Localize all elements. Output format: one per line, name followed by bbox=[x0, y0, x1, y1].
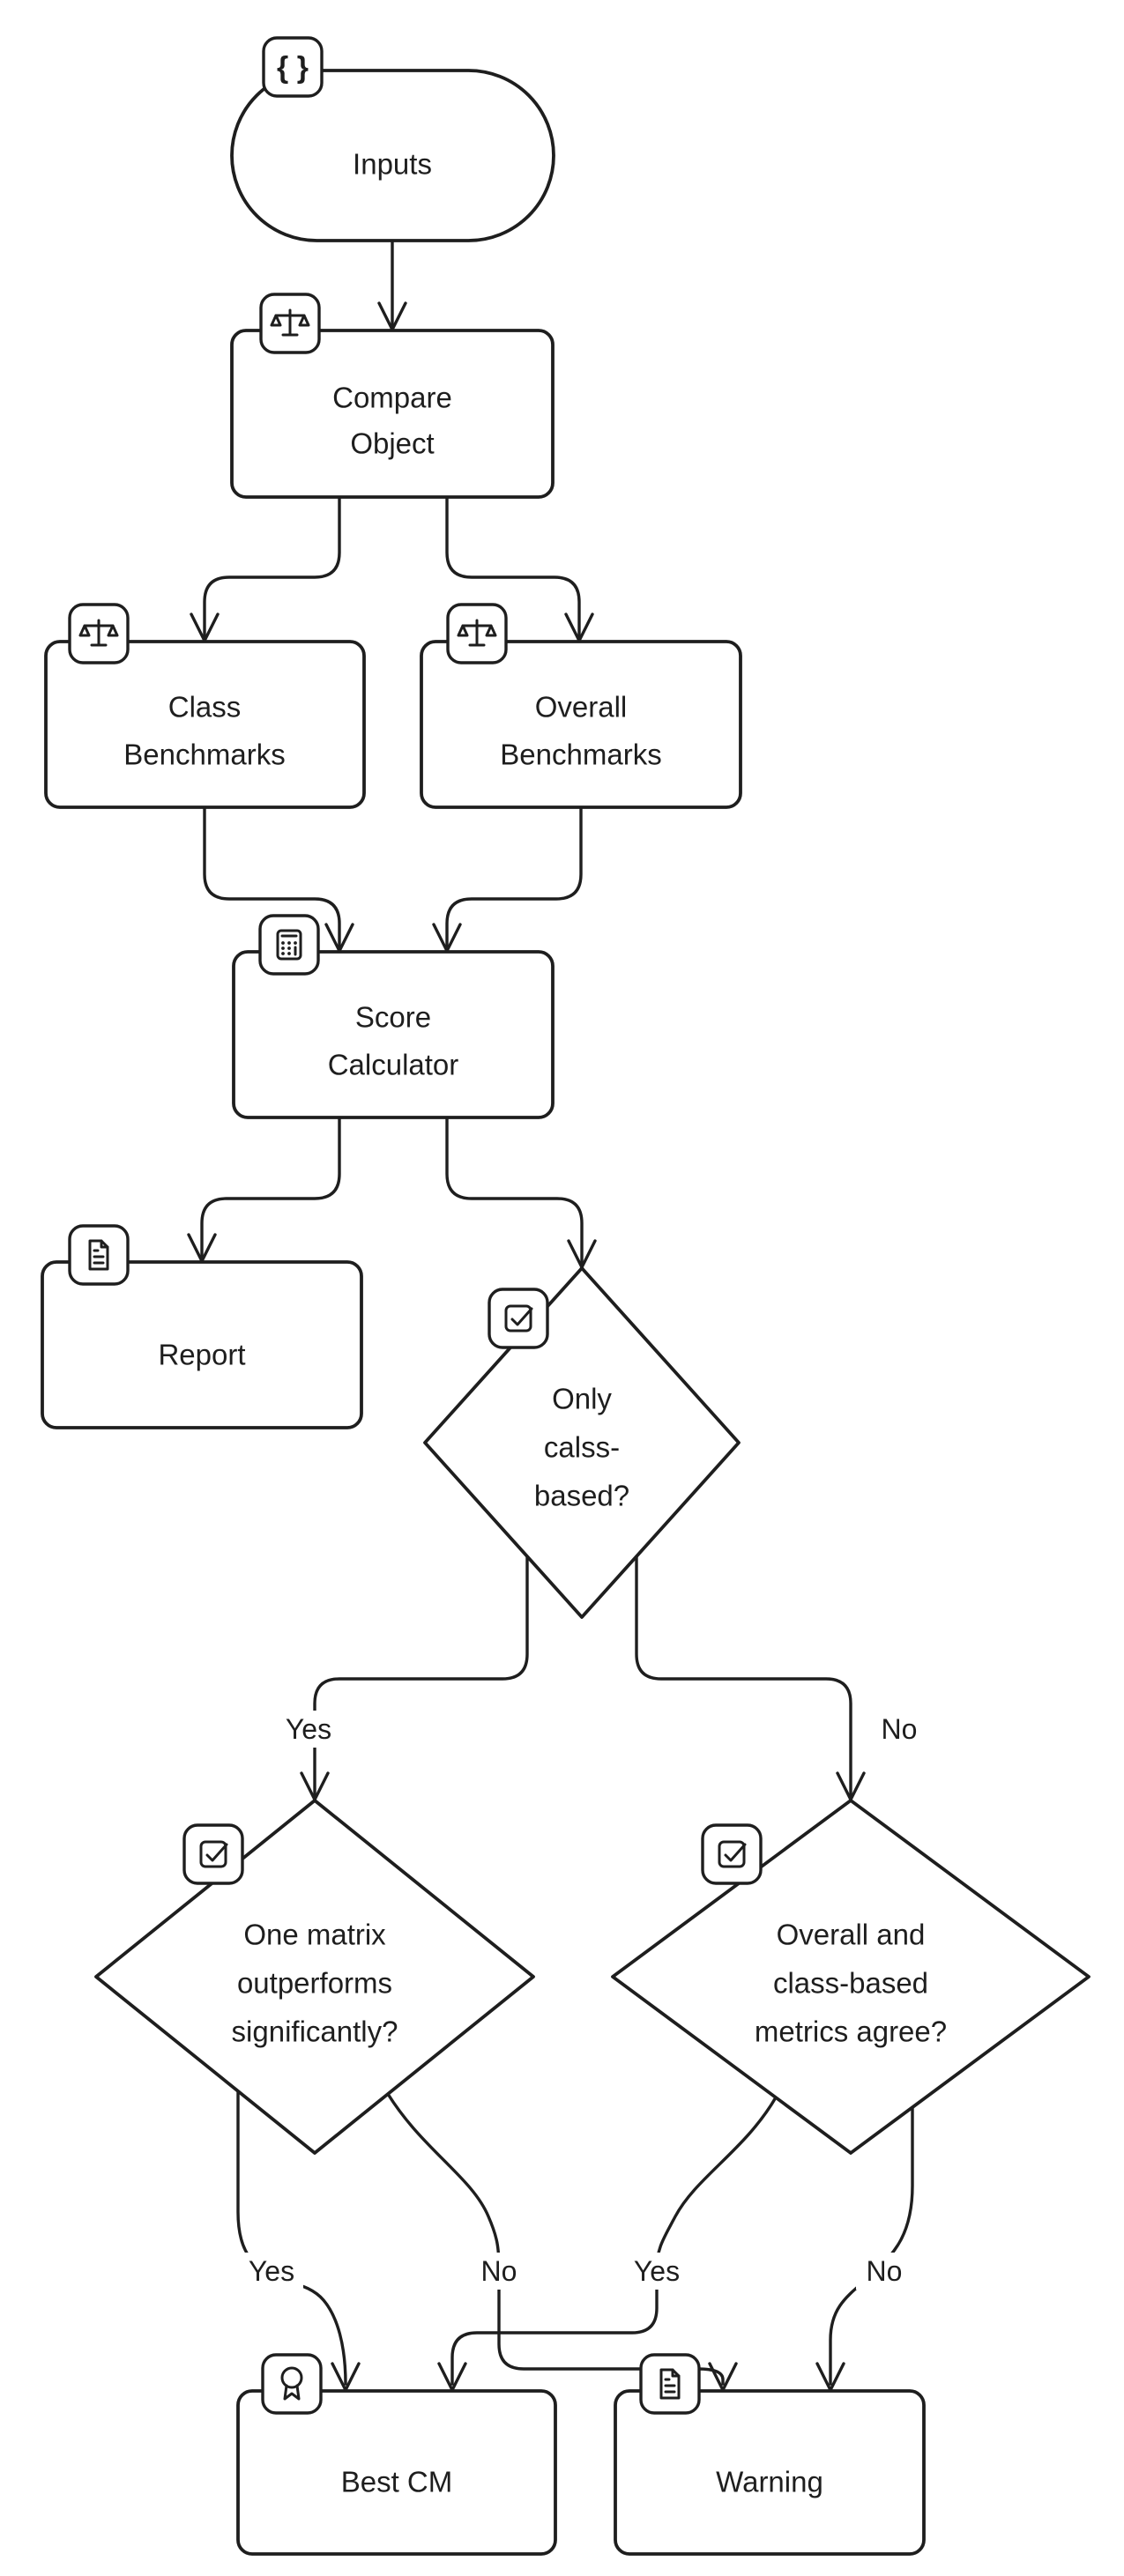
edge-label-bg bbox=[625, 2253, 689, 2290]
best-cm-icon-badge bbox=[261, 2353, 323, 2415]
edge-label-bg bbox=[871, 1711, 927, 1748]
node-best-cm: Best CM bbox=[236, 2353, 557, 2556]
only-class-based-label-line3: based? bbox=[534, 1480, 629, 1512]
edge-label-bg bbox=[240, 2253, 303, 2290]
curly-braces-icon: { } bbox=[277, 51, 309, 85]
node-score-calculator: Score Calculator bbox=[232, 914, 555, 1119]
inputs-label: Inputs bbox=[353, 148, 432, 181]
edge-label-bg bbox=[277, 1711, 340, 1748]
edge-label-decision-no: No bbox=[882, 1713, 918, 1745]
edge-score-to-report bbox=[200, 1117, 341, 1260]
node-report: Report bbox=[41, 1224, 363, 1429]
edge-overall-to-score bbox=[445, 805, 583, 950]
report-label: Report bbox=[158, 1339, 245, 1371]
warning-shape bbox=[614, 2389, 926, 2556]
node-warning: Warning bbox=[614, 2353, 926, 2556]
metrics-agree-label-line3: metrics agree? bbox=[755, 2016, 947, 2048]
class-benchmarks-shape bbox=[44, 640, 366, 809]
node-class-benchmarks: Class Benchmarks bbox=[44, 603, 366, 809]
report-icon-badge bbox=[68, 1224, 130, 1286]
only-class-based-label-line2: calss- bbox=[544, 1431, 620, 1464]
edge-label-bg bbox=[856, 2253, 912, 2290]
edge-decision-no bbox=[635, 1555, 852, 1799]
edge-outperforms-no bbox=[386, 2092, 725, 2386]
edge-compare-to-overall bbox=[445, 495, 581, 640]
edge-compare-to-class bbox=[203, 495, 341, 640]
edge-class-to-score bbox=[203, 805, 341, 950]
inputs-shape bbox=[230, 69, 555, 242]
overall-benchmarks-label-line1: Overall bbox=[535, 691, 628, 724]
node-compare-object: Compare Object bbox=[230, 293, 555, 499]
score-calculator-label-line2: Calculator bbox=[328, 1049, 459, 1081]
compare-object-label-line2: Object bbox=[350, 427, 434, 460]
score-calculator-icon-badge bbox=[258, 914, 320, 976]
metrics-agree-icon-badge bbox=[701, 1823, 763, 1885]
node-only-class-based: Only calss- based? bbox=[423, 1266, 741, 1619]
edge-label-bg bbox=[471, 2253, 527, 2290]
only-class-based-label-line1: Only bbox=[552, 1383, 612, 1415]
compare-object-shape bbox=[230, 329, 555, 499]
node-overall-benchmarks: Overall Benchmarks bbox=[420, 603, 742, 809]
class-benchmarks-label-line2: Benchmarks bbox=[123, 739, 285, 771]
edge-label-outperforms-no: No bbox=[481, 2255, 517, 2287]
edge-score-to-decision bbox=[445, 1117, 584, 1266]
one-matrix-outperforms-label-line1: One matrix bbox=[243, 1919, 386, 1951]
score-calculator-label-line1: Score bbox=[355, 1001, 431, 1034]
report-shape bbox=[41, 1260, 363, 1429]
one-matrix-outperforms-label-line2: outperforms bbox=[237, 1967, 392, 2000]
only-class-based-icon-badge bbox=[488, 1288, 549, 1349]
score-calculator-shape bbox=[232, 950, 555, 1119]
one-matrix-outperforms-shape bbox=[94, 1799, 535, 2155]
metrics-agree-label-line2: class-based bbox=[773, 1967, 928, 2000]
one-matrix-outperforms-icon-badge bbox=[182, 1823, 244, 1885]
overall-benchmarks-label-line2: Benchmarks bbox=[500, 739, 661, 771]
class-benchmarks-label-line1: Class bbox=[168, 691, 242, 724]
compare-object-label-line1: Compare bbox=[332, 382, 452, 414]
edge-agree-yes bbox=[450, 2096, 778, 2386]
warning-icon-badge bbox=[639, 2353, 701, 2415]
best-cm-shape bbox=[236, 2389, 557, 2556]
inputs-icon-badge bbox=[262, 36, 324, 98]
warning-label: Warning bbox=[716, 2466, 823, 2498]
node-inputs: { } Inputs bbox=[230, 36, 555, 242]
overall-benchmarks-shape bbox=[420, 640, 742, 809]
metrics-agree-label-line1: Overall and bbox=[777, 1919, 926, 1951]
metrics-agree-shape bbox=[611, 1799, 1091, 2155]
edge-labels: Yes No Yes No Yes No bbox=[240, 1711, 927, 2290]
best-cm-label: Best CM bbox=[341, 2466, 453, 2498]
edge-decision-yes bbox=[313, 1555, 529, 1799]
edge-label-agree-no: No bbox=[867, 2255, 903, 2287]
edge-label-decision-yes: Yes bbox=[286, 1713, 331, 1745]
edge-label-outperforms-yes: Yes bbox=[249, 2255, 294, 2287]
node-one-matrix-outperforms: One matrix outperforms significantly? bbox=[94, 1799, 535, 2155]
edge-label-agree-yes: Yes bbox=[634, 2255, 680, 2287]
node-metrics-agree: Overall and class-based metrics agree? bbox=[611, 1799, 1091, 2155]
only-class-based-shape bbox=[423, 1266, 741, 1619]
one-matrix-outperforms-label-line3: significantly? bbox=[232, 2016, 398, 2048]
